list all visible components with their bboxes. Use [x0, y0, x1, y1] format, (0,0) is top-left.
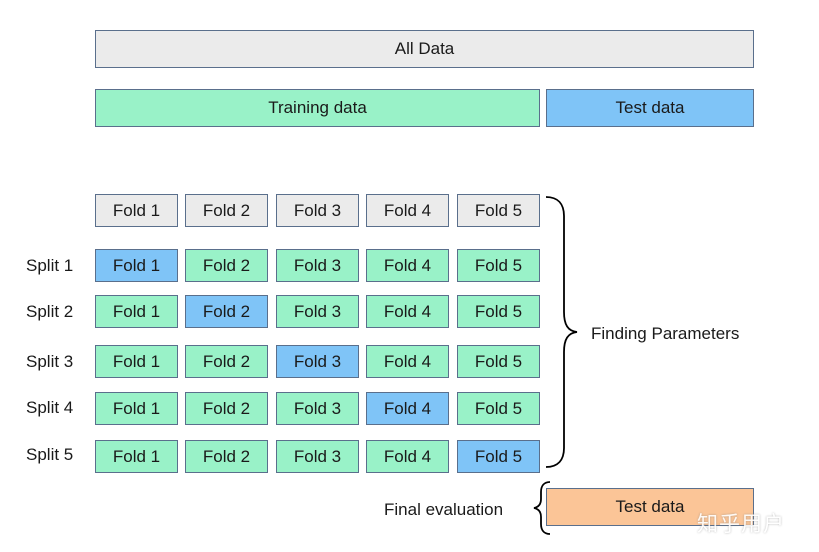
fold-label: Fold 3 [293, 398, 342, 418]
training-data-label: Training data [268, 98, 367, 117]
split-label-1: Split 1 [26, 256, 74, 275]
split-2-fold-3: Fold 3 [276, 295, 359, 328]
training-data-bar: Training data [95, 89, 540, 127]
split-3-fold-1: Fold 1 [95, 345, 178, 378]
split-1-fold-1: Fold 1 [95, 249, 178, 282]
fold-label: Fold 2 [202, 301, 251, 321]
all-data-bar: All Data [95, 30, 754, 68]
fold-header-3: Fold 3 [276, 194, 359, 227]
split-3-fold-4: Fold 4 [366, 345, 449, 378]
split-label-5: Split 5 [26, 445, 74, 464]
split-1-fold-2: Fold 2 [185, 249, 268, 282]
fold-label: Fold 3 [293, 255, 342, 275]
split-3-fold-5: Fold 5 [457, 345, 540, 378]
split-label-3: Split 3 [26, 352, 74, 371]
finding-parameters-label: Finding Parameters [591, 324, 740, 343]
split-4-fold-3: Fold 3 [276, 392, 359, 425]
finding-parameters-brace [545, 196, 578, 468]
fold-label: Fold 1 [112, 446, 161, 466]
split-5-fold-1: Fold 1 [95, 440, 178, 473]
split-4-fold-5: Fold 5 [457, 392, 540, 425]
all-data-label: All Data [394, 39, 455, 58]
fold-header-label: Fold 3 [293, 200, 342, 220]
split-5-fold-3: Fold 3 [276, 440, 359, 473]
fold-label: Fold 3 [293, 301, 342, 321]
split-3-fold-2: Fold 2 [185, 345, 268, 378]
fold-label: Fold 1 [112, 255, 161, 275]
fold-header-label: Fold 1 [112, 200, 161, 220]
fold-label: Fold 3 [293, 446, 342, 466]
split-2-fold-4: Fold 4 [366, 295, 449, 328]
split-4-fold-1: Fold 1 [95, 392, 178, 425]
test-data-label: Test data [615, 98, 685, 117]
watermark-text: 知乎用户 [697, 513, 785, 536]
split-4-fold-2: Fold 2 [185, 392, 268, 425]
split-2-fold-2: Fold 2 [185, 295, 268, 328]
fold-label: Fold 2 [202, 398, 251, 418]
fold-header-label: Fold 2 [202, 200, 251, 220]
fold-label: Fold 4 [383, 301, 432, 321]
split-3-fold-3: Fold 3 [276, 345, 359, 378]
fold-label: Fold 2 [202, 446, 251, 466]
fold-header-1: Fold 1 [95, 194, 178, 227]
split-2-fold-5: Fold 5 [457, 295, 540, 328]
fold-header-5: Fold 5 [457, 194, 540, 227]
fold-label: Fold 5 [474, 446, 523, 466]
final-evaluation-label: Final evaluation [384, 500, 504, 519]
fold-label: Fold 3 [293, 351, 342, 371]
fold-label: Fold 5 [474, 255, 523, 275]
split-1-fold-4: Fold 4 [366, 249, 449, 282]
fold-header-label: Fold 4 [383, 200, 432, 220]
fold-label: Fold 1 [112, 398, 161, 418]
fold-label: Fold 5 [474, 351, 523, 371]
test-data-bar: Test data [546, 89, 754, 127]
final-test-data-label: Test data [615, 497, 685, 516]
final-test-data-bar: Test data [546, 488, 754, 526]
split-1-fold-5: Fold 5 [457, 249, 540, 282]
split-label-4: Split 4 [26, 398, 74, 417]
fold-header-label: Fold 5 [474, 200, 523, 220]
final-evaluation-brace [533, 481, 551, 535]
fold-label: Fold 4 [383, 398, 432, 418]
fold-header-4: Fold 4 [366, 194, 449, 227]
fold-label: Fold 4 [383, 255, 432, 275]
fold-label: Fold 5 [474, 301, 523, 321]
fold-label: Fold 4 [383, 446, 432, 466]
fold-label: Fold 1 [112, 301, 161, 321]
split-5-fold-4: Fold 4 [366, 440, 449, 473]
split-5-fold-5: Fold 5 [457, 440, 540, 473]
fold-label: Fold 2 [202, 255, 251, 275]
split-1-fold-3: Fold 3 [276, 249, 359, 282]
fold-label: Fold 2 [202, 351, 251, 371]
split-5-fold-2: Fold 2 [185, 440, 268, 473]
split-4-fold-4: Fold 4 [366, 392, 449, 425]
split-label-2: Split 2 [26, 302, 74, 321]
fold-label: Fold 5 [474, 398, 523, 418]
fold-label: Fold 4 [383, 351, 432, 371]
fold-header-2: Fold 2 [185, 194, 268, 227]
fold-label: Fold 1 [112, 351, 161, 371]
split-2-fold-1: Fold 1 [95, 295, 178, 328]
